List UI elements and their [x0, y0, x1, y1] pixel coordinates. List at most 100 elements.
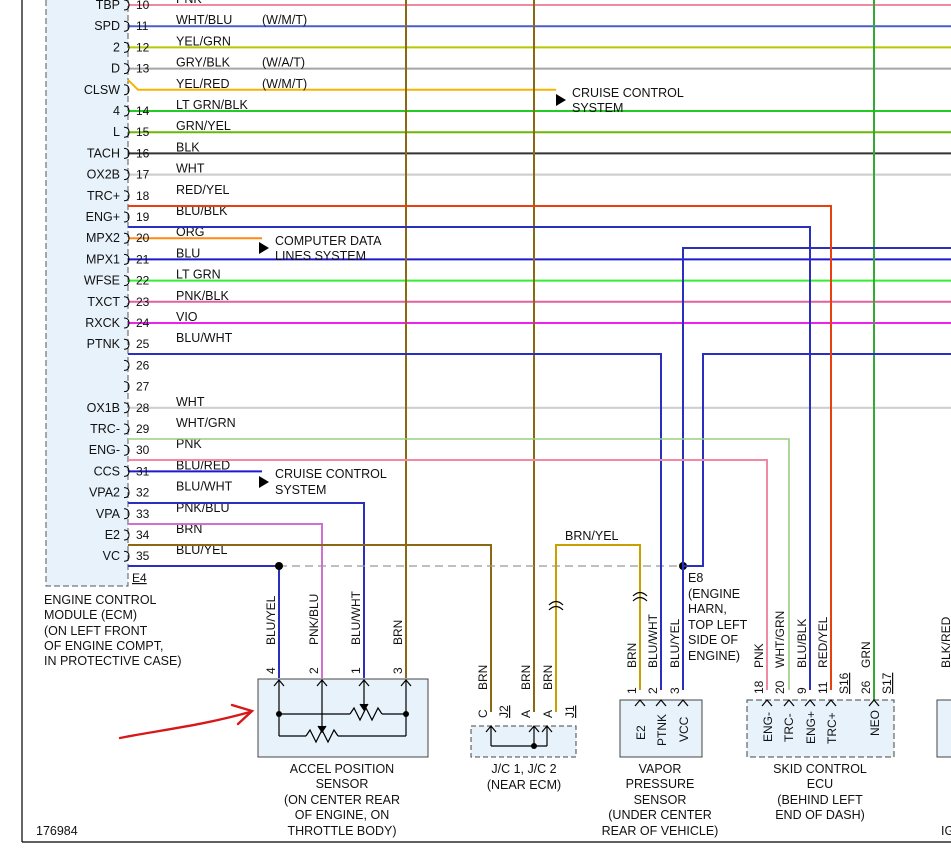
- vapor-caption-2: PRESSURE: [626, 777, 695, 791]
- skid-pin-11: 11: [816, 681, 830, 694]
- accel-caption-4: OF ENGINE, ON: [295, 808, 389, 822]
- wire-blu-blk-eng-plus: [128, 226, 811, 690]
- ecm-pin-number: 31: [136, 464, 150, 478]
- ecm-pin-name: CCS: [94, 464, 120, 478]
- ecm-pin-bracket: [123, 253, 130, 265]
- ecm-pin-name: MPX2: [86, 231, 120, 245]
- skid-wire-color-2: WHT/GRN: [773, 611, 787, 668]
- ecm-caption-4: OF ENGINE COMPT,: [44, 639, 163, 653]
- accel-caption-1: ACCEL POSITION: [290, 762, 394, 776]
- ecm-pin-bracket: [123, 147, 130, 159]
- ecm-wire-color-label: LT GRN/BLK: [176, 98, 248, 112]
- ecm-pin-name: E2: [105, 528, 120, 542]
- skid-pin-name-4: TRC+: [825, 712, 839, 744]
- annotation-arrow: [118, 703, 255, 740]
- ecm-pin-name: TACH: [87, 146, 120, 160]
- jc-pin-a1: A: [519, 710, 533, 718]
- accel-pin-2: 2: [307, 667, 321, 674]
- vapor-pressure-sensor: E2 PTNK VCC: [619, 699, 703, 758]
- vapor-pin-name-1: E2: [634, 725, 648, 740]
- vapor-wire-color-2: BLU/WHT: [646, 613, 660, 668]
- vapor-pin-name-2: PTNK: [655, 714, 669, 746]
- accel-pin-1: 1: [349, 667, 363, 674]
- ecm-wire-color-label: PNK/BLU: [176, 501, 230, 515]
- computer-data-ref: COMPUTER DATA LINES SYSTEM: [259, 234, 382, 263]
- accel-position-sensor: [257, 678, 429, 758]
- ecm-pin-bracket: [123, 423, 130, 435]
- accel-wire-color-1: BLU/YEL: [264, 595, 278, 645]
- ecm-pin-number: 16: [136, 146, 150, 160]
- accel-caption-5: THROTTLE BODY): [287, 824, 396, 838]
- ecm-wire-color-label: PNK/BLK: [176, 289, 229, 303]
- cruise-ref-top-line2: SYSTEM: [572, 101, 623, 115]
- ecm-pin-number: 17: [136, 168, 150, 182]
- ecm-wire-color-label: VIO: [176, 310, 198, 324]
- accel-pin-4: 4: [264, 667, 278, 674]
- ecm-pin-name: OX1B: [87, 401, 120, 415]
- jc-caption-1: J/C 1, J/C 2: [491, 762, 556, 776]
- skid-pin-name-1: ENG-: [761, 712, 775, 742]
- skid-wire-color-5: GRN: [859, 641, 873, 668]
- wire-red-yel-trc-plus: [128, 205, 832, 690]
- accel-caption-2: SENSOR: [316, 777, 369, 791]
- ecm-pin-bracket: [123, 444, 130, 456]
- ecm-pin-bracket: [123, 465, 130, 477]
- ecm-wire-color-label: BLU/WHT: [176, 480, 233, 494]
- skid-id-s17: S17: [880, 672, 894, 694]
- ecm-caption-1: ENGINE CONTROL: [44, 593, 157, 607]
- skid-wire-color-1: PNK: [752, 643, 766, 668]
- ecm-pin-name: VC: [103, 549, 120, 563]
- ecm-pin-name: TXCT: [87, 295, 120, 309]
- ecm-wire-note: (W/M/T): [262, 13, 307, 27]
- ecm-pin-number: 14: [136, 104, 150, 118]
- jc-wire-color-1: BRN: [476, 665, 490, 690]
- ecm-pin-bracket: [123, 211, 130, 223]
- skid-pin-name-3: ENG+: [804, 711, 818, 744]
- ecm-wire-color-label: BRN: [176, 522, 202, 536]
- skid-pin-20: 20: [773, 680, 787, 694]
- skid-caption-4: END OF DASH): [775, 808, 865, 822]
- skid-wire-color-3: BLU/BLK: [795, 619, 809, 668]
- ecm-pin-number: 13: [136, 62, 150, 76]
- skid-control-ecu: ENG- TRC- ENG+ TRC+ NEO: [746, 699, 895, 758]
- skid-pin-18: 18: [752, 680, 766, 694]
- skid-caption-3: (BEHIND LEFT: [777, 793, 863, 807]
- ecm-pin-name: WFSE: [84, 274, 120, 288]
- ecm-pin-number: 12: [136, 40, 150, 54]
- ecm-pin-number: 10: [136, 0, 150, 12]
- vapor-caption-1: VAPOR: [639, 762, 682, 776]
- ecm-pin-bracket: [123, 317, 130, 329]
- jc-caption-2: (NEAR ECM): [487, 778, 561, 792]
- accel-wire-color-4: BRN: [391, 620, 405, 645]
- splice-note-5: ENGINE): [688, 649, 740, 663]
- ecm-pin-bracket: [123, 550, 130, 562]
- ecm-wire-color-label: BLU/BLK: [176, 204, 228, 218]
- ecm-pin-name: SPD: [94, 19, 120, 33]
- cruise-ref-bottom-line1: CRUISE CONTROL: [275, 467, 387, 481]
- ecm-label-layer: TBP10PNKSPD11WHT/BLU(W/M/T)212YEL/GRND13…: [84, 0, 307, 563]
- ecm-pin-number: 18: [136, 189, 150, 203]
- ecm-pin-number: 25: [136, 337, 150, 351]
- figure-number: 176984: [36, 824, 78, 838]
- right-edge-wire-color: BLK/RED: [939, 616, 951, 668]
- ecm-pin-bracket: [123, 41, 130, 53]
- jc-wire-color-3: BRN: [541, 665, 555, 690]
- accel-wire-color-2: PNK/BLU: [307, 594, 321, 645]
- ecm-pin-name: 2: [113, 40, 120, 54]
- splice-note-3: TOP LEFT: [688, 618, 748, 632]
- wire-brn-e2: [128, 544, 492, 712]
- ecm-pin-bracket: [123, 169, 130, 181]
- ecm-pin-number: 22: [136, 274, 150, 288]
- computer-data-line1: COMPUTER DATA: [275, 234, 382, 248]
- wire-blu-wht-ptnk: [128, 353, 662, 690]
- ecm-pin-number: 29: [136, 422, 150, 436]
- accel-wire-color-3: BLU/WHT: [349, 590, 363, 645]
- ecm-wire: [127, 79, 556, 91]
- ecm-pin-number: 30: [136, 443, 150, 457]
- skid-caption-2: ECU: [807, 777, 833, 791]
- ecm-pin-number: 23: [136, 295, 150, 309]
- wire-brn-yel: [555, 544, 641, 712]
- ecm-pin-bracket: [123, 190, 130, 202]
- wire-pnk-blu-vpa: [128, 523, 323, 678]
